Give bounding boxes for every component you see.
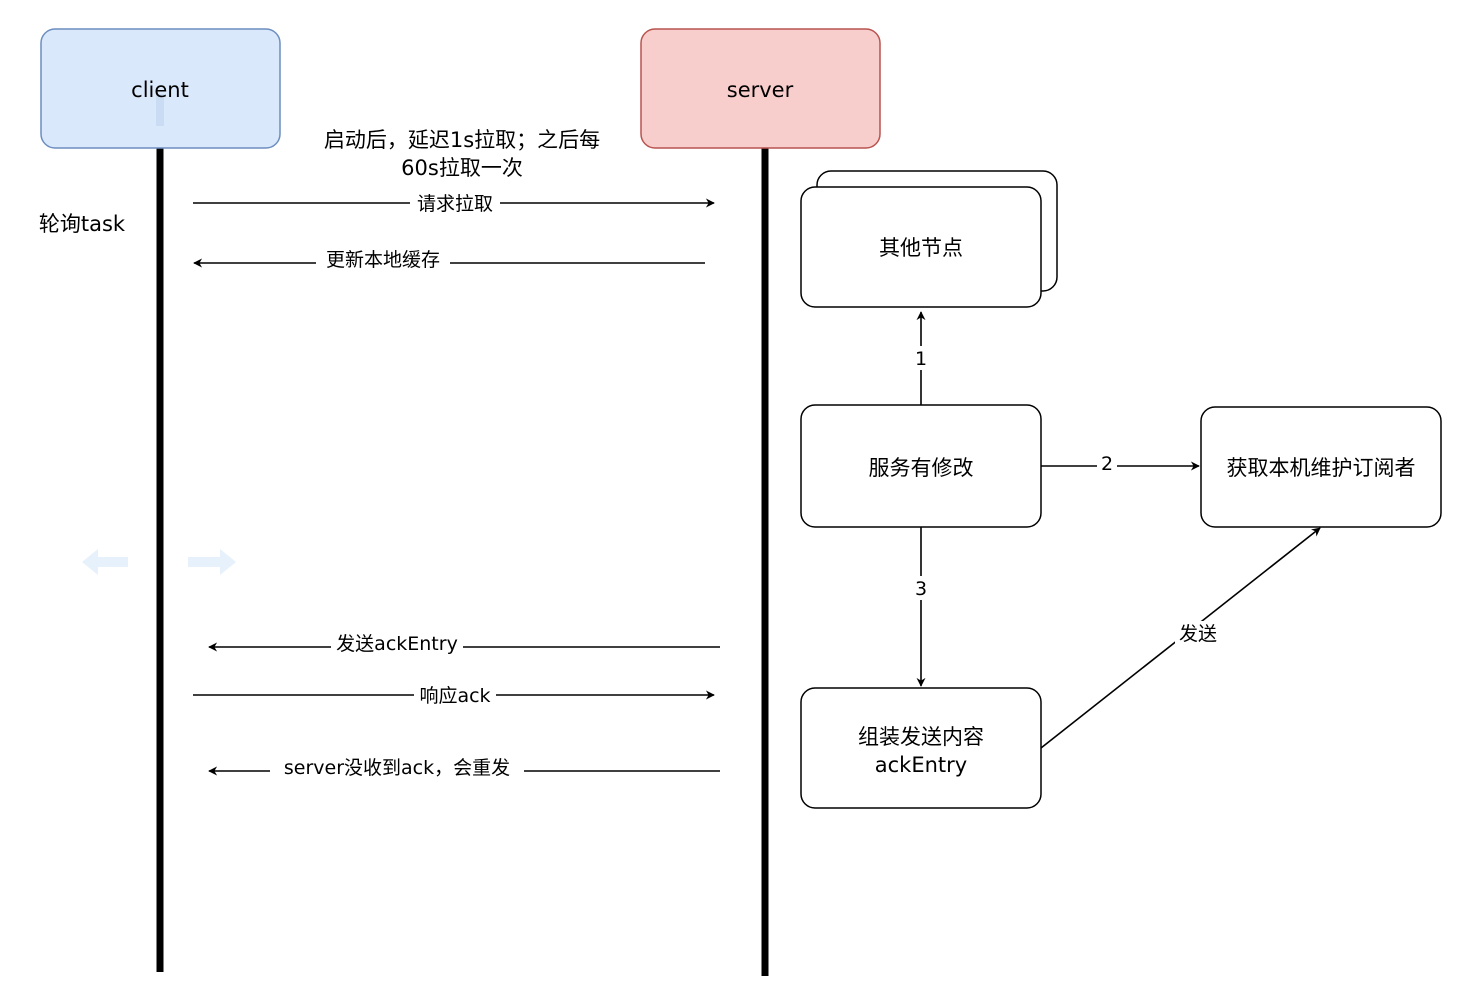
assemble-content-label-line2: ackEntry xyxy=(875,753,967,777)
respond-ack-label: 响应ack xyxy=(419,685,490,707)
polling-task-label: 轮询task xyxy=(39,212,126,236)
message-server-resend: server没收到ack，会重发 xyxy=(208,754,720,780)
edge-send: 发送 xyxy=(1040,527,1321,749)
faint-right-arrow-icon xyxy=(188,549,236,575)
client-participant: client xyxy=(40,28,281,149)
step-2-label: 2 xyxy=(1101,453,1113,475)
service-modified-label: 服务有修改 xyxy=(869,456,974,480)
startup-note-line1: 启动后，延迟1s拉取；之后每 xyxy=(324,128,600,152)
message-respond-ack: 响应ack xyxy=(193,682,715,708)
edge-step-2: 2 xyxy=(1041,452,1200,476)
other-nodes-label: 其他节点 xyxy=(879,236,963,260)
client-label: client xyxy=(131,78,189,102)
assemble-content-box: 组装发送内容 ackEntry xyxy=(800,687,1042,809)
startup-note-line2: 60s拉取一次 xyxy=(401,156,523,180)
get-subscribers-box: 获取本机维护订阅者 xyxy=(1200,406,1442,528)
update-cache-label: 更新本地缓存 xyxy=(326,249,440,271)
service-modified-box: 服务有修改 xyxy=(800,404,1042,528)
message-update-cache: 更新本地缓存 xyxy=(193,246,705,272)
step-3-label: 3 xyxy=(915,578,927,600)
server-resend-label: server没收到ack，会重发 xyxy=(284,757,510,779)
request-pull-label: 请求拉取 xyxy=(417,193,493,215)
assemble-content-label-line1: 组装发送内容 xyxy=(858,725,984,749)
server-label: server xyxy=(727,78,794,102)
edge-step-3: 3 xyxy=(912,527,930,687)
send-ack-entry-label: 发送ackEntry xyxy=(336,633,458,655)
edge-step-1: 1 xyxy=(912,311,930,405)
message-request-pull: 请求拉取 xyxy=(193,190,715,216)
other-nodes-box: 其他节点 xyxy=(800,170,1058,308)
message-send-ack-entry: 发送ackEntry xyxy=(208,630,720,656)
server-participant: server xyxy=(640,28,881,149)
step-1-label: 1 xyxy=(915,348,927,370)
send-label: 发送 xyxy=(1179,623,1217,645)
get-subscribers-label: 获取本机维护订阅者 xyxy=(1227,456,1416,480)
faint-left-arrow-icon xyxy=(82,549,128,575)
